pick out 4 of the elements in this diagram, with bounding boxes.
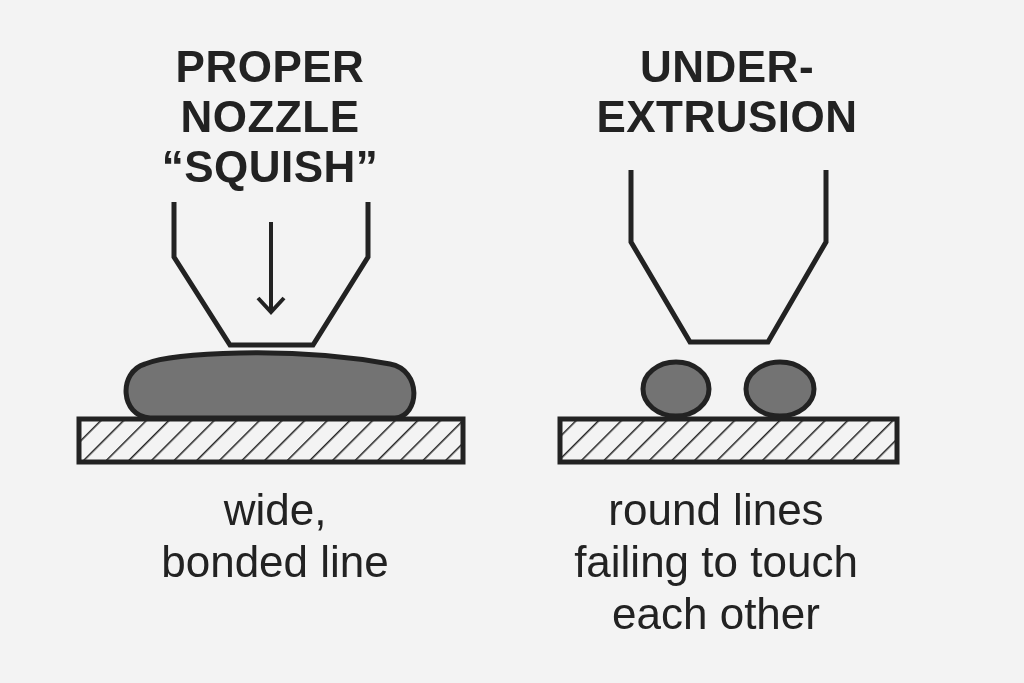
caption-text: round lines failing to touch each other <box>573 484 859 640</box>
heading: PROPER NOZZLE “SQUISH” <box>160 42 380 192</box>
heading: UNDER-EXTRUSION <box>595 42 859 142</box>
caption-text: wide, bonded line <box>160 484 390 588</box>
